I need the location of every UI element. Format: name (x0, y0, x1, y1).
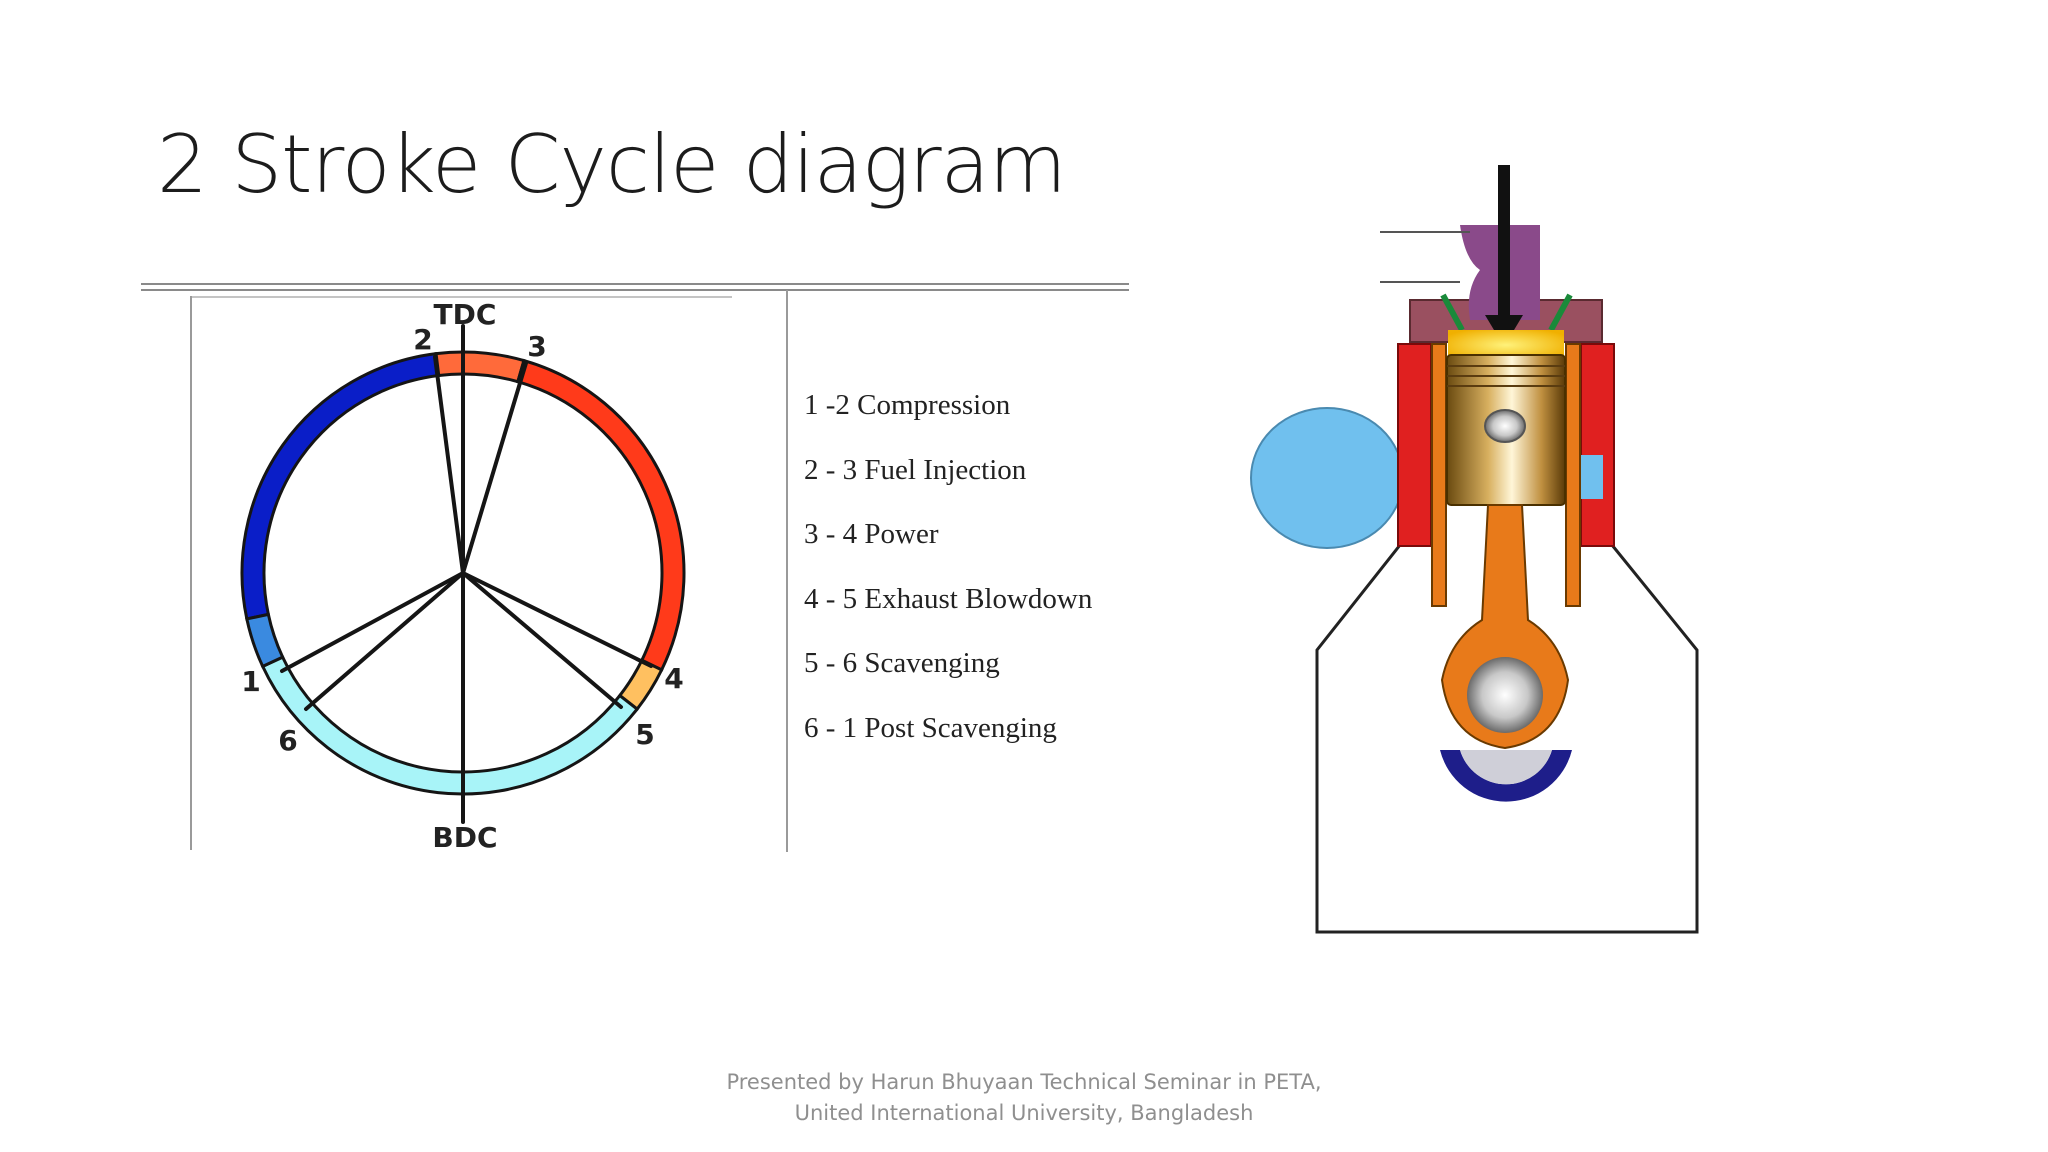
frame-top-rule-secondary (141, 289, 1129, 291)
point-label-2: 2 (413, 323, 432, 356)
spoke-3 (461, 361, 528, 575)
injector-left (1440, 293, 1465, 332)
spoke-6 (304, 571, 465, 711)
footer-line-1: Presented by Harun Bhuyaan Technical Sem… (726, 1070, 1322, 1094)
injector-right (1548, 293, 1573, 332)
frame-top-rule (141, 283, 1129, 285)
spoke-1 (280, 571, 465, 673)
cycle-legend: 1 -2 Compression 2 - 3 Fuel Injection 3 … (804, 388, 1092, 776)
point-label-4: 4 (664, 662, 683, 695)
tdc-label: TDC (434, 298, 497, 331)
legend-item-post-scavenging: 6 - 1 Post Scavenging (804, 711, 1057, 744)
slide-title: 2 Stroke Cycle diagram (157, 118, 1067, 211)
point-label-6: 6 (278, 724, 297, 757)
legend-item-scavenging: 5 - 6 Scavenging (804, 647, 1000, 680)
point-label-1: 1 (241, 665, 260, 698)
crank-counterweight (1440, 750, 1572, 802)
legend-item-fuel-injection: 2 - 3 Fuel Injection (804, 453, 1027, 486)
cycle-spokes (280, 324, 653, 824)
frame-left-border (190, 296, 192, 850)
spoke-2 (433, 355, 465, 575)
wrist-pin (1484, 409, 1526, 443)
arc-compression (240, 351, 441, 621)
arc-fuel-injection (434, 350, 526, 384)
bdc-label: BDC (432, 821, 497, 854)
legend-item-compression: 1 -2 Compression (804, 389, 1011, 421)
arc-power (515, 358, 686, 672)
point-label-3: 3 (527, 330, 546, 363)
cycle-diagram: TDC BDC 2 3 1 4 6 5 (192, 296, 732, 854)
arc-scavenging (260, 655, 640, 796)
valve-stem (1498, 165, 1510, 315)
footer-line-2: United International University, Banglad… (794, 1101, 1254, 1125)
cylinder-wall-right (1580, 343, 1615, 547)
engine-illustration (1250, 165, 1699, 934)
cylinder-wall-left (1397, 343, 1432, 547)
spoke-4 (461, 571, 653, 668)
legend-item-exhaust-blowdown: 4 - 5 Exhaust Blowdown (804, 582, 1093, 615)
point-label-5: 5 (635, 718, 654, 751)
spoke-5 (461, 571, 623, 709)
crank-pin (1467, 657, 1543, 733)
arc-post-scavenging (245, 612, 285, 669)
legend-item-power: 3 - 4 Power (804, 518, 939, 551)
frame-divider (786, 290, 788, 852)
